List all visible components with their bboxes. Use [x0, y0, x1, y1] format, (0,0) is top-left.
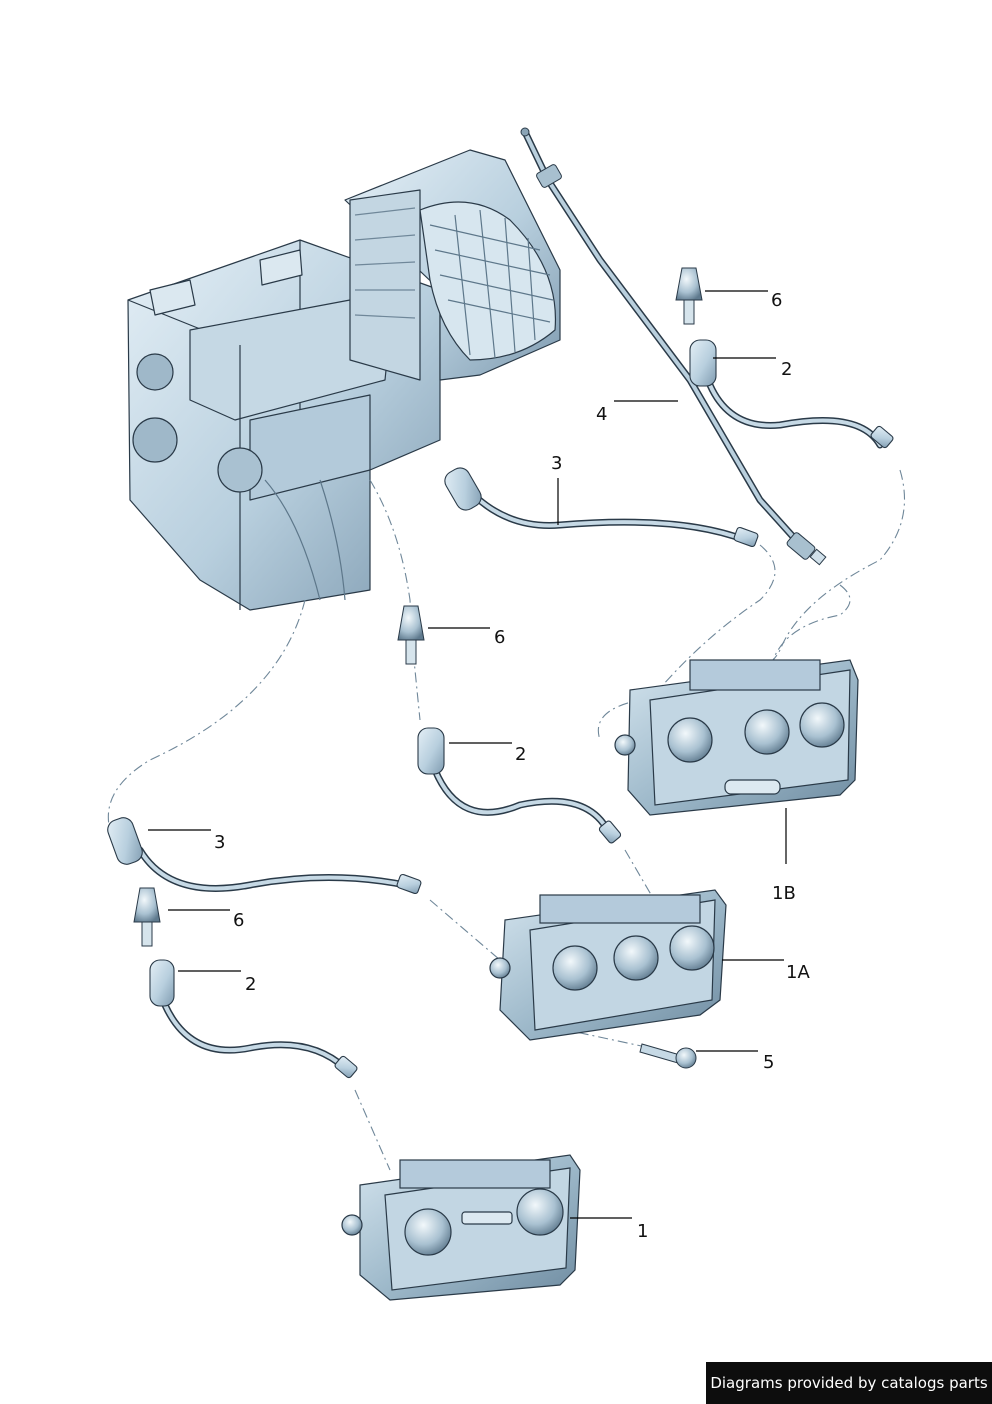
leader-lines: [148, 290, 787, 1219]
bowden-cables: [136, 381, 884, 1072]
cable-4: [520, 127, 827, 566]
control-panel-1a: [489, 889, 727, 1041]
callout-6-top: 6: [771, 290, 783, 311]
control-panel-1: [341, 1154, 581, 1301]
callout-3-top: 3: [551, 453, 563, 474]
control-panel-1b: [614, 659, 859, 816]
callout-1b: 1B: [772, 883, 796, 904]
callout-1: 1: [637, 1221, 649, 1242]
callout-6-middle: 6: [494, 627, 506, 648]
cable-fittings: [107, 339, 894, 1079]
screw-part: [639, 1043, 697, 1069]
callout-3-left: 3: [214, 832, 226, 853]
callout-2-left: 2: [245, 974, 257, 995]
callout-6-left: 6: [233, 910, 245, 931]
callout-2-middle: 2: [515, 744, 527, 765]
clip-parts: [133, 267, 703, 947]
heater-housing: [127, 149, 561, 611]
callout-4: 4: [596, 404, 608, 425]
callout-2-top: 2: [781, 359, 793, 380]
callout-5: 5: [763, 1052, 775, 1073]
attribution-badge: Diagrams provided by catalogs parts: [706, 1362, 992, 1404]
callout-1a: 1A: [786, 962, 810, 983]
